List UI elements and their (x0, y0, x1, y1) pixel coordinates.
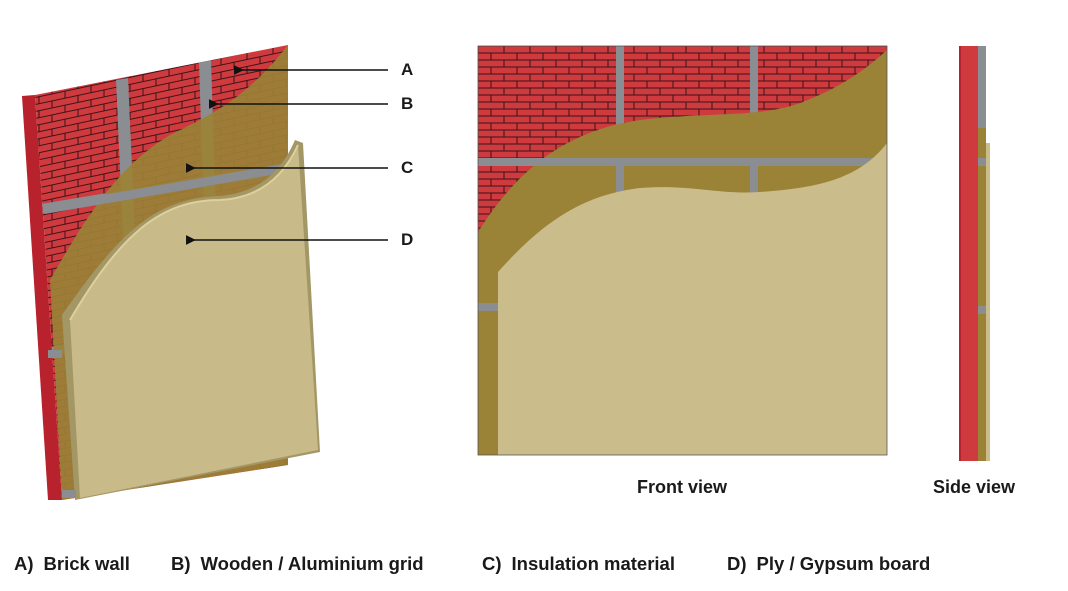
grid-post-overlay (616, 166, 624, 196)
front-view-border (477, 45, 888, 456)
side-view (959, 46, 990, 461)
grid-stub (48, 350, 62, 358)
legend-label: Wooden / Aluminium grid (200, 553, 424, 574)
front-view-caption: Front view (636, 477, 727, 497)
side-view-caption: Side view (932, 477, 1016, 497)
board-edge-highlight (69, 144, 299, 321)
wall-assembly-diagram (22, 45, 990, 500)
legend-key: A) (14, 553, 34, 574)
grid-stub (478, 303, 498, 311)
legend-label: Ply / Gypsum board (756, 553, 931, 574)
legend-item-grid: B) Wooden / Aluminium grid (171, 552, 424, 576)
callout-label-b: B (401, 94, 414, 113)
ply-gypsum-board-front (498, 143, 887, 455)
legend-key: D) (727, 553, 747, 574)
brick-wall-side (959, 46, 978, 461)
insulation-side (978, 128, 986, 461)
legend-item-brick-wall: A) Brick wall (14, 552, 130, 576)
grid-stub (62, 490, 76, 498)
grid-rail (45, 163, 288, 214)
legend-key: B) (171, 553, 191, 574)
legend-key: C) (482, 553, 502, 574)
brick-wall-side-edge (22, 95, 62, 500)
front-view (478, 46, 887, 455)
legend-item-insulation: C) Insulation material (482, 552, 675, 576)
grid-post-overlay (750, 166, 758, 196)
legend: A) Brick wall B) Wooden / Aluminium grid C… (14, 552, 1054, 576)
legend-item-board: D) Ply / Gypsum board (727, 552, 930, 576)
board-side (986, 143, 990, 461)
brick-wall-side-edge (959, 46, 961, 461)
grid-frame-front (45, 163, 288, 214)
callout-label-a: A (401, 60, 414, 79)
grid-side-marker (978, 306, 986, 314)
callout-arrows (186, 65, 388, 245)
grid-rail-overlay (478, 158, 887, 166)
legend-label: Brick wall (43, 553, 130, 574)
callout-label-d: D (401, 230, 414, 249)
callout-label-c: C (401, 158, 414, 177)
legend-label: Insulation material (511, 553, 675, 574)
ply-gypsum-board-3d (70, 145, 318, 498)
grid-side-marker (978, 158, 986, 166)
perspective-view (22, 45, 320, 500)
